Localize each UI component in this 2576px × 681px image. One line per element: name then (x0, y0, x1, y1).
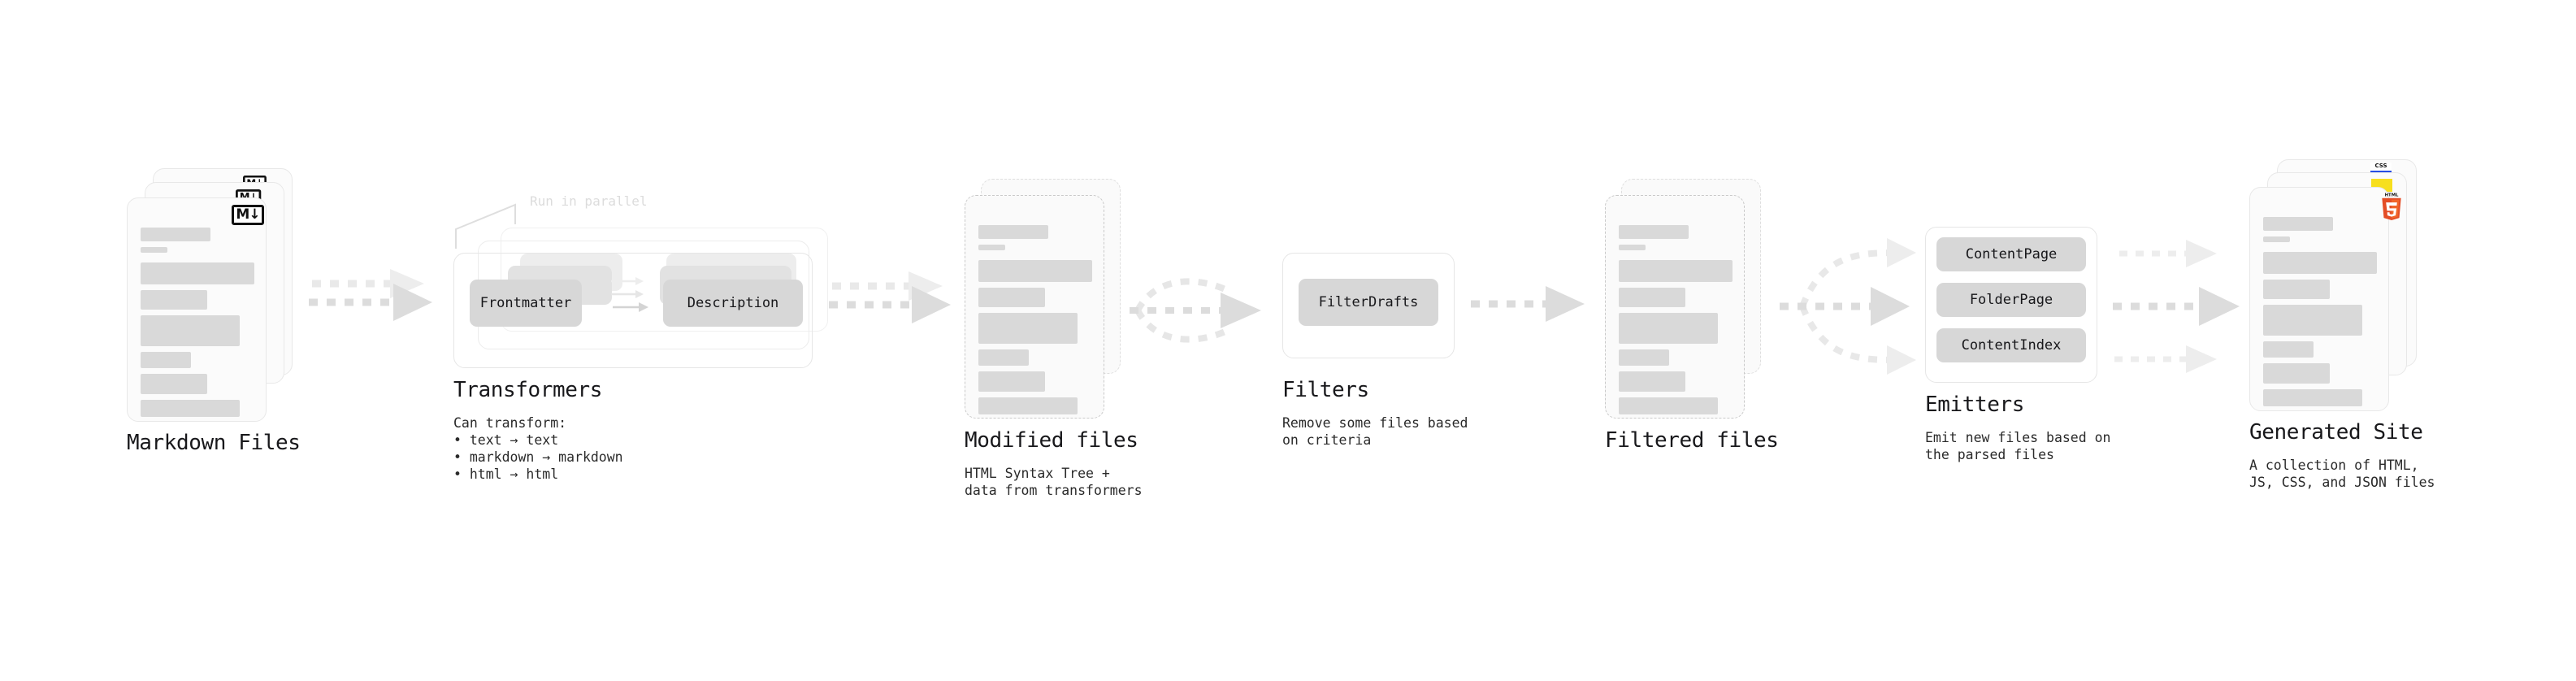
arrow-modified-to-filters (1130, 278, 1261, 343)
run-in-parallel-bracket (455, 203, 516, 249)
skeleton-bar (2263, 217, 2333, 231)
skeleton-bar (978, 288, 1045, 307)
filtered-card-front[interactable] (1605, 195, 1745, 419)
skeleton-bar (141, 290, 207, 310)
filters-group[interactable] (1282, 253, 1455, 358)
css-badge-text: CSS (2374, 163, 2387, 169)
stage-desc-emitters: Emit new files based on the parsed files (1925, 430, 2111, 463)
skeleton-rows (1619, 225, 1733, 420)
arrow-transformers-to-modified (829, 271, 951, 323)
stage-title-filters: Filters (1282, 378, 1369, 402)
transformer-chip-description[interactable]: Description (663, 280, 803, 327)
stage-title-emitters: Emitters (1925, 393, 2025, 417)
file-card-front-markdown[interactable] (127, 197, 267, 422)
transformer-inner-arrows (611, 277, 648, 312)
skeleton-bar (2263, 341, 2314, 358)
emitter-chip-folderpage[interactable]: FolderPage (1936, 283, 2086, 317)
skeleton-bar (141, 400, 240, 417)
skeleton-bar (2263, 305, 2362, 336)
skeleton-bar (141, 262, 254, 284)
skeleton-bar (978, 225, 1048, 239)
filter-chip-filterdrafts[interactable]: FilterDrafts (1299, 279, 1438, 326)
stage-title-modified-files: Modified files (965, 428, 1138, 453)
stage-desc-modified-files: HTML Syntax Tree + data from transformer… (965, 466, 1143, 499)
emitter-chip-contentpage[interactable]: ContentPage (1936, 237, 2086, 271)
skeleton-rows (141, 228, 254, 423)
skeleton-bar (2263, 389, 2362, 406)
skeleton-bar (1619, 225, 1689, 239)
skeleton-bar (2263, 252, 2377, 274)
markdown-badge-text: M (236, 206, 249, 223)
stage-title-filtered-files: Filtered files (1605, 428, 1779, 453)
skeleton-bar (1619, 260, 1733, 282)
svg-text:HTML: HTML (2385, 193, 2399, 197)
site-card-front-generated[interactable] (2249, 187, 2389, 411)
skeleton-bar (1619, 288, 1685, 307)
html5-icon: HTML (2382, 193, 2401, 220)
stage-title-transformers: Transformers (453, 378, 603, 402)
skeleton-bar (1619, 349, 1669, 366)
markdown-icon: M↓ (232, 205, 264, 225)
arrow-markdown-to-transformers (309, 269, 432, 321)
stage-desc-filters: Remove some files based on criteria (1282, 415, 1468, 449)
arrow-emitters-to-site (2113, 240, 2240, 373)
transformer-group-front[interactable] (453, 253, 813, 368)
skeleton-bar (141, 247, 167, 253)
stage-desc-transformers: Can transform: • text → text • markdown … (453, 415, 623, 483)
skeleton-bar (1619, 245, 1646, 250)
skeleton-bar (141, 352, 191, 368)
skeleton-bar (2263, 236, 2290, 242)
transformer-chip-frontmatter[interactable]: Frontmatter (470, 280, 582, 327)
skeleton-bar (978, 260, 1092, 282)
emitters-group[interactable] (1925, 227, 2097, 383)
skeleton-bar (978, 371, 1045, 392)
skeleton-bar (1619, 397, 1718, 414)
emitter-chip-contentindex[interactable]: ContentIndex (1936, 328, 2086, 362)
skeleton-bar (978, 397, 1078, 414)
arrow-filters-to-filtered (1471, 286, 1585, 322)
skeleton-rows (2263, 217, 2377, 412)
skeleton-bar (1619, 313, 1718, 344)
stage-title-generated-site: Generated Site (2249, 420, 2423, 445)
skeleton-bar (2263, 280, 2330, 299)
modified-card-front[interactable] (965, 195, 1104, 419)
skeleton-bar (141, 228, 210, 241)
stage-title-markdown-files: Markdown Files (127, 431, 301, 455)
skeleton-bar (978, 349, 1029, 366)
arrow-filtered-to-emitters (1780, 238, 1916, 375)
skeleton-bar (2263, 363, 2330, 384)
stage-desc-generated-site: A collection of HTML, JS, CSS, and JSON … (2249, 458, 2435, 491)
run-in-parallel-label: Run in parallel (530, 193, 648, 209)
skeleton-bar (141, 374, 207, 394)
skeleton-bar (1619, 371, 1685, 392)
skeleton-rows (978, 225, 1092, 420)
skeleton-bar (141, 315, 240, 346)
skeleton-bar (978, 245, 1005, 250)
skeleton-bar (978, 313, 1078, 344)
